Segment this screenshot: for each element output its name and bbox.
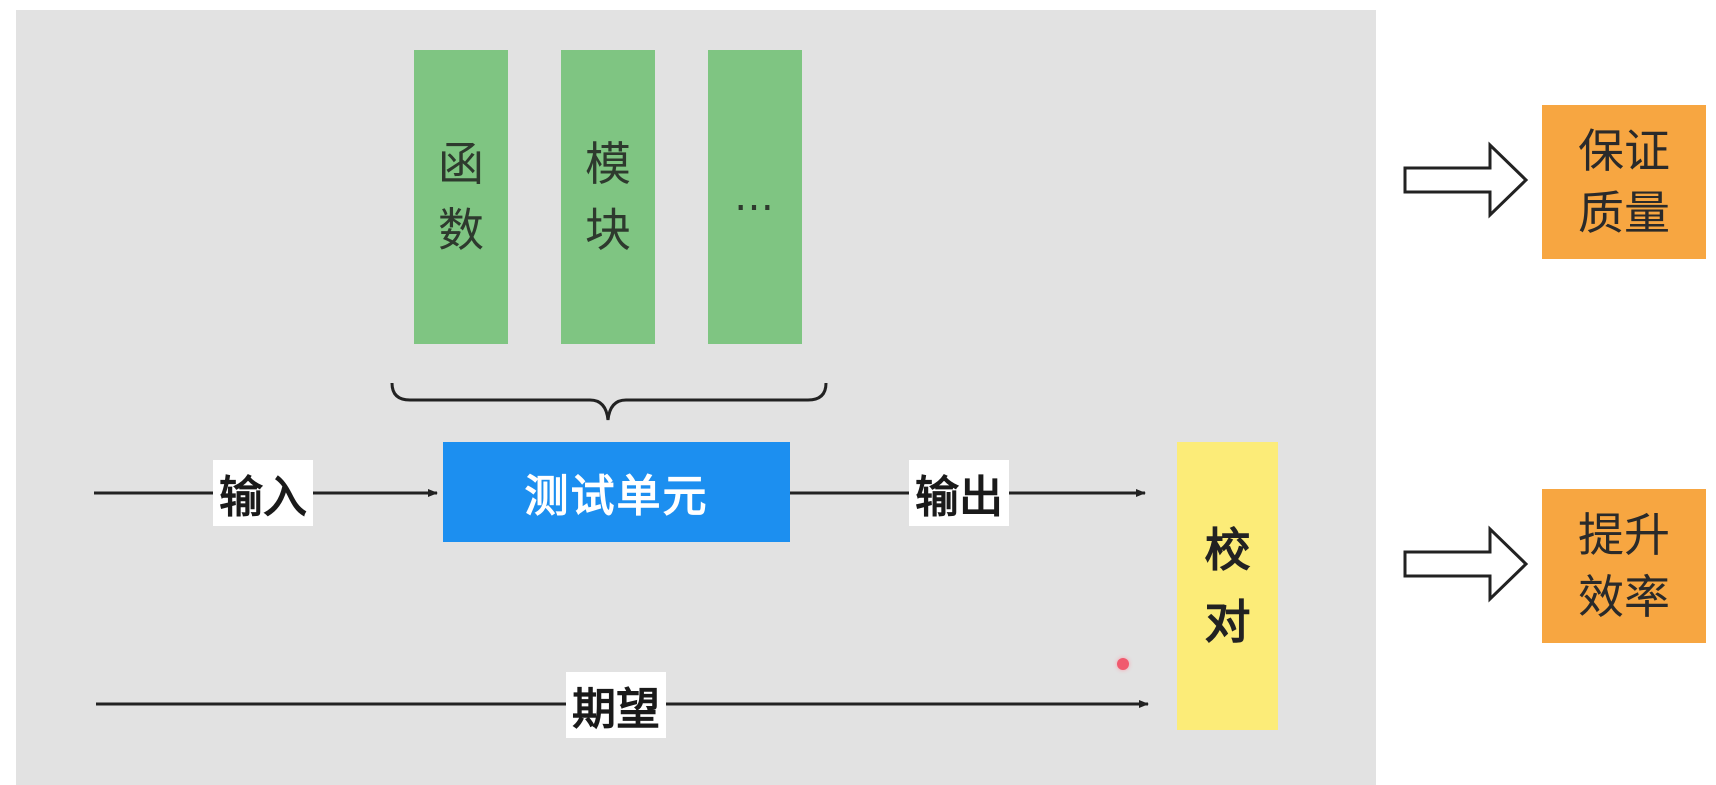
expected-label: 期望 <box>566 672 666 738</box>
outcome-label-efficiency: 提升效率 <box>1578 508 1670 624</box>
component-label-function: 函数 <box>438 137 484 257</box>
component-label-more: … <box>734 174 776 220</box>
test-unit-box: 测试单元 <box>443 442 790 542</box>
pointer-dot <box>1117 658 1129 670</box>
outcome-box-efficiency: 提升效率 <box>1542 489 1706 643</box>
diagram-panel <box>16 10 1376 785</box>
hollow-arrow-efficiency <box>1403 525 1529 603</box>
component-label-module: 模块 <box>585 137 631 257</box>
component-box-more: … <box>708 50 802 344</box>
output-label: 输出 <box>909 460 1009 526</box>
check-label: 校对 <box>1204 523 1251 649</box>
watermark: 掘金技术社区 @ LE柒 <box>1466 736 1702 764</box>
component-box-module: 模块 <box>561 50 655 344</box>
outcome-label-quality: 保证质量 <box>1578 124 1670 240</box>
grouping-brace <box>390 382 828 421</box>
hollow-arrow-quality <box>1403 141 1529 219</box>
outcome-box-quality: 保证质量 <box>1542 105 1706 259</box>
component-box-function: 函数 <box>414 50 508 344</box>
check-box: 校对 <box>1177 442 1278 730</box>
input-label: 输入 <box>213 460 313 526</box>
